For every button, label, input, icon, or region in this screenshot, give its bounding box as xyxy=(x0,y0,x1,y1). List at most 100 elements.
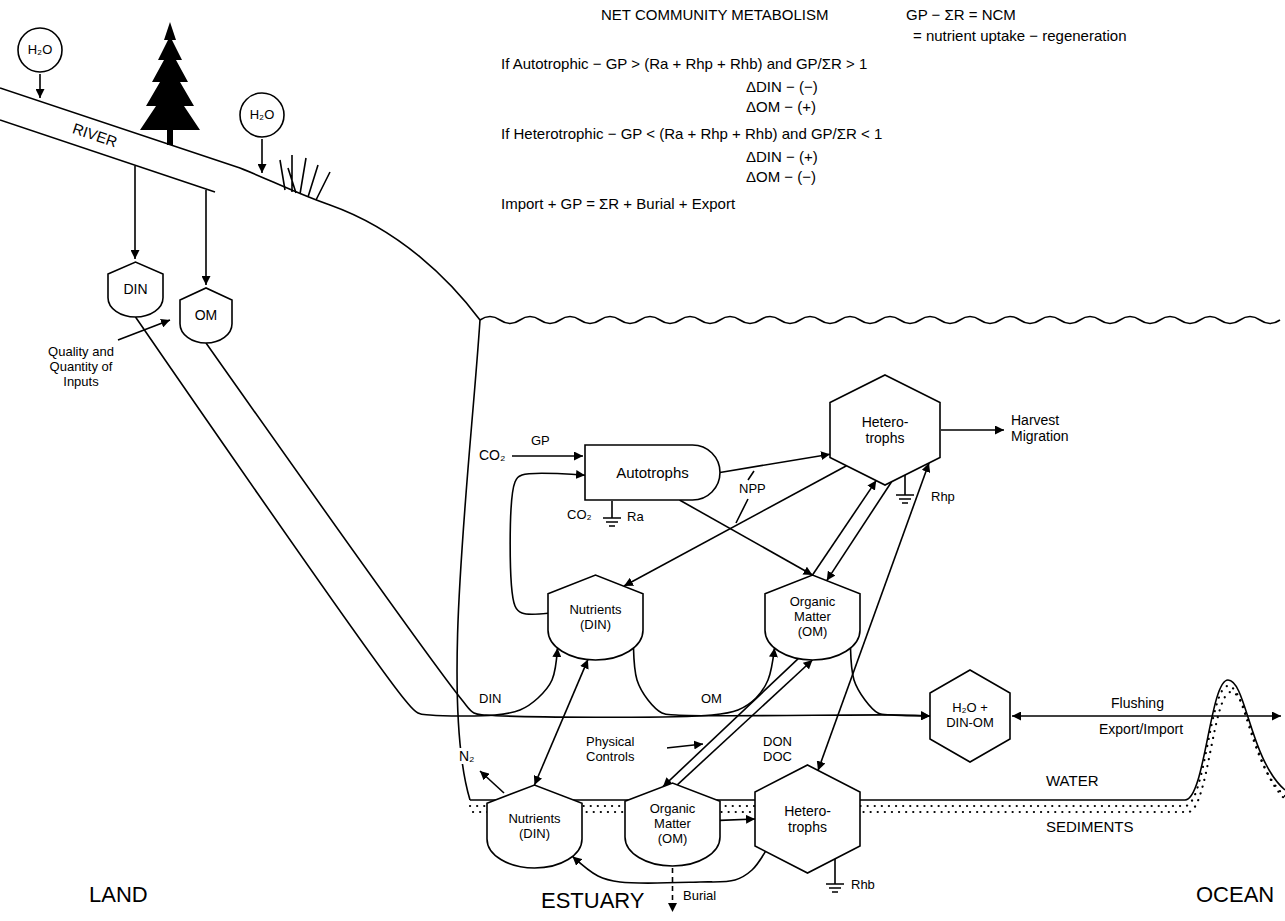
edge-label: DIN xyxy=(478,692,502,707)
flow-arrow xyxy=(813,481,877,575)
storage-tank: Organic Matter (OM) xyxy=(625,783,720,866)
respiration-label: Rhb xyxy=(850,878,876,893)
node-outline-path xyxy=(930,670,1010,762)
source-circle: H₂O xyxy=(18,28,62,72)
flow-arrow xyxy=(535,660,588,785)
node-text: Nutrients (DIN) xyxy=(560,603,632,633)
diagram-title: NET COMMUNITY METABOLISM xyxy=(600,6,830,23)
flow-arrow xyxy=(720,454,830,472)
respiration-sink xyxy=(896,475,914,503)
water-surface xyxy=(480,317,1280,324)
node-outline-path xyxy=(18,28,62,72)
change-text: ΔOM − (−) xyxy=(745,168,817,185)
respiration-label: Rhp xyxy=(930,490,956,505)
node-text: DIN xyxy=(123,281,147,297)
producer-shape: Autotrophs xyxy=(585,445,720,500)
conifer-tree xyxy=(140,22,200,145)
equation-text: GP − ΣR = NCM xyxy=(905,6,1017,23)
flow-arrow xyxy=(851,648,931,716)
node-outline-path xyxy=(625,783,720,866)
harvest-arrow xyxy=(941,429,1004,431)
node-outline-path xyxy=(240,93,284,137)
co2-label: CO₂ xyxy=(566,508,593,523)
consumer-hexagon: Hetero- trophs xyxy=(830,375,940,485)
rain-arrow xyxy=(261,139,263,173)
node-outline-path xyxy=(830,375,940,485)
consumer-hexagon: H₂O + DIN-OM xyxy=(930,670,1010,762)
balance-equation: Import + GP = ΣR + Burial + Export xyxy=(500,195,736,212)
land-surface xyxy=(0,88,480,320)
node-outline-path xyxy=(755,765,860,873)
node-text: OM xyxy=(195,307,218,323)
zone-label: WATER xyxy=(1045,772,1100,789)
flow-arrow xyxy=(206,343,775,717)
flow-arrow xyxy=(827,482,892,581)
gp-arrow xyxy=(512,455,583,457)
sediment-dots xyxy=(473,692,1285,812)
node-text: H₂O + DIN-OM xyxy=(941,701,999,731)
node-text: H₂O xyxy=(28,43,53,58)
storage-tank: Nutrients (DIN) xyxy=(487,785,582,868)
source-circle: H₂O xyxy=(240,93,284,137)
flow-label: Export/Import xyxy=(1098,721,1184,737)
equation-text: = nutrient uptake − regeneration xyxy=(912,27,1128,44)
co2-label: CO₂ xyxy=(478,447,506,463)
flow-label: NPP xyxy=(738,482,767,497)
flow-arrow xyxy=(663,659,798,787)
node-outline-path xyxy=(108,262,163,317)
node-text: Autotrophs xyxy=(616,464,689,481)
node-text: Hetero- trophs xyxy=(776,803,840,835)
flow-label: Burial xyxy=(682,889,717,904)
flow-arrow xyxy=(680,500,813,575)
node-text: Organic Matter (OM) xyxy=(782,595,844,640)
output-label: Harvest Migration xyxy=(1010,412,1092,444)
sediment-dots xyxy=(470,686,1285,806)
control-note: Physical Controls xyxy=(585,735,667,765)
region-label: OCEAN xyxy=(1195,882,1275,907)
flow-label: Flushing xyxy=(1110,695,1165,711)
storage-tank: OM xyxy=(180,288,232,343)
node-text: H₂O xyxy=(250,108,275,123)
flow-label: GP xyxy=(530,434,551,449)
input-stem xyxy=(205,190,207,285)
flow-arrow xyxy=(720,819,755,820)
river-bank xyxy=(0,120,215,192)
storage-tank: Nutrients (DIN) xyxy=(548,575,643,660)
n2-arrow xyxy=(480,771,504,793)
node-text: Hetero- trophs xyxy=(853,414,917,446)
burial-arrow xyxy=(672,868,674,912)
change-text: ΔDIN − (−) xyxy=(745,78,819,95)
node-outline-path xyxy=(487,785,582,868)
change-text: ΔDIN − (+) xyxy=(745,148,819,165)
rain-arrow xyxy=(39,74,41,98)
flow-arrow xyxy=(677,660,812,785)
respiration-sink xyxy=(826,859,844,892)
flux-label: DON DOC xyxy=(762,735,804,765)
node-text: Organic Matter (OM) xyxy=(642,802,704,847)
node-outline-path xyxy=(548,575,643,660)
node-outline-path xyxy=(765,575,860,660)
zone-label: SEDIMENTS xyxy=(1045,818,1135,835)
node-outline-path xyxy=(180,288,232,343)
sediment-surface xyxy=(470,680,1285,800)
respiration-sink xyxy=(603,501,621,526)
grass xyxy=(280,155,330,200)
region-label: ESTUARY xyxy=(540,888,646,913)
flow-arrow xyxy=(136,317,558,716)
gas-label: N₂ xyxy=(458,748,476,764)
respiration-label: Ra xyxy=(626,510,645,525)
storage-tank: Organic Matter (OM) xyxy=(765,575,860,660)
flushing-arrow xyxy=(1012,715,1281,717)
storage-tank: DIN xyxy=(108,262,163,317)
change-text: ΔOM − (+) xyxy=(745,98,817,115)
estuary-bank xyxy=(457,320,480,800)
input-stem xyxy=(134,166,136,259)
node-text: Nutrients (DIN) xyxy=(499,812,571,842)
consumer-hexagon: Hetero- trophs xyxy=(755,765,860,873)
node-outline-path xyxy=(585,445,720,500)
leader-line xyxy=(736,471,754,523)
condition-text: If Heterotrophic − GP < (Ra + Rhp + Rhb)… xyxy=(500,125,883,142)
edge-label: OM xyxy=(700,692,723,707)
input-note: Quality and Quantity of Inputs xyxy=(30,345,132,390)
